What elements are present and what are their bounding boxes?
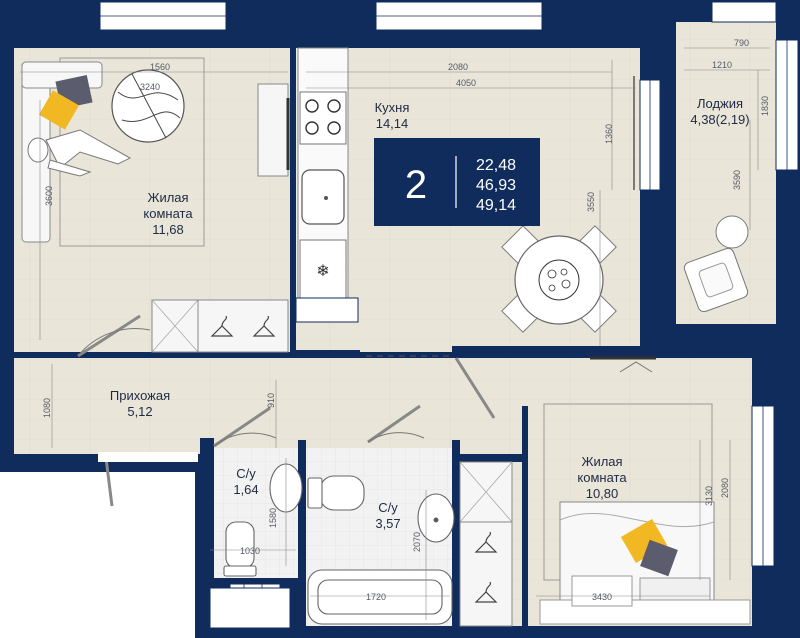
living2-name-2: комната xyxy=(577,470,627,485)
loggia-furniture xyxy=(683,215,749,313)
dim-2070: 2070 xyxy=(412,532,422,552)
dim-4050: 4050 xyxy=(456,78,476,88)
nightstand xyxy=(571,575,633,607)
pillow-dark-2 xyxy=(640,539,678,577)
bath-small-area: 1,64 xyxy=(233,482,258,497)
living2-area: 10,80 xyxy=(586,486,619,501)
dim-3240: 3240 xyxy=(140,82,160,92)
wall-bath-divider xyxy=(298,440,306,632)
hanger-icon xyxy=(474,531,498,603)
hallway-name: Прихожая xyxy=(110,388,170,403)
living-room-2-furniture xyxy=(539,356,751,625)
dim-1720: 1720 xyxy=(366,592,386,602)
area-badge-bg xyxy=(374,138,540,226)
door-bedroom xyxy=(454,357,496,419)
sink xyxy=(301,169,345,225)
total-area: 46,93 xyxy=(476,177,516,194)
dim-1080: 1080 xyxy=(42,398,52,418)
wall-living1-kitchen xyxy=(290,48,296,352)
dim-3590: 3590 xyxy=(732,170,742,190)
person-icon xyxy=(27,129,132,177)
hallway-floor xyxy=(14,358,534,454)
dim-1560: 1560 xyxy=(150,62,170,72)
dim-1360: 1360 xyxy=(604,124,614,144)
living1-area: 11,68 xyxy=(152,222,184,237)
rooms-count: 2 xyxy=(405,163,427,207)
pillow-yellow xyxy=(39,90,79,130)
entrance-opening xyxy=(98,452,198,462)
closet xyxy=(459,461,513,627)
dimension-lines xyxy=(20,47,770,620)
fridge xyxy=(299,239,347,299)
dim-3600: 3600 xyxy=(44,186,54,206)
kitchen-furniture: ❄ xyxy=(295,47,635,333)
wall-kitchen-bedroom xyxy=(452,346,752,356)
dim-2080-top: 2080 xyxy=(448,62,468,72)
hallway-floor-2 xyxy=(456,358,752,406)
loggia-area: 4,38(2,19) xyxy=(690,112,749,127)
hallway-area: 5,12 xyxy=(127,404,152,419)
tv-stand xyxy=(257,83,289,177)
window-loggia-top xyxy=(711,1,777,23)
dim-3130: 3130 xyxy=(704,486,714,506)
bath-cabinet xyxy=(209,587,291,629)
round-table xyxy=(111,69,185,143)
living-room-1-furniture xyxy=(21,57,290,353)
bath-small-name: С/у xyxy=(236,466,256,481)
living1-name-2: комната xyxy=(143,206,193,221)
wall-bath-closet xyxy=(452,440,460,632)
dim-1210: 1210 xyxy=(712,60,732,70)
dim-1030: 1030 xyxy=(240,546,260,556)
pillow-yellow-2 xyxy=(620,519,668,563)
kitchen-name: Кухня xyxy=(375,100,410,115)
loggia-name: Лоджия xyxy=(697,96,743,111)
bathtub xyxy=(307,569,453,625)
door-bath-large xyxy=(367,404,421,444)
kitchen-cabinet xyxy=(295,297,359,323)
snowflake-icon: ❄ xyxy=(316,263,329,280)
doors xyxy=(77,314,496,507)
wall-closet-bedroom xyxy=(522,406,528,626)
kitchen-area: 14,14 xyxy=(376,116,409,131)
dim-1830: 1830 xyxy=(760,96,770,116)
toilet-small xyxy=(225,521,255,569)
dim-3550: 3550 xyxy=(586,192,596,212)
dim-2080-right: 2080 xyxy=(720,478,730,498)
toilet-large xyxy=(319,475,365,511)
door-living1 xyxy=(77,314,141,358)
wall-hall-stub xyxy=(290,350,360,358)
stove xyxy=(299,91,347,145)
dimension-labels: 1560 3240 3600 2080 4050 1360 3550 790 1… xyxy=(42,38,770,602)
living1-name-1: Жилая xyxy=(147,190,188,205)
burner-icon xyxy=(305,99,341,135)
plate-icon xyxy=(538,259,580,301)
living2-name-1: Жилая xyxy=(581,454,622,469)
room-labels: Жилая комната 11,68 Кухня 14,14 Лоджия 4… xyxy=(110,96,750,531)
dim-790: 790 xyxy=(734,38,749,48)
dim-910: 910 xyxy=(266,393,276,408)
hanger-icon xyxy=(210,315,276,337)
living-area: 22,48 xyxy=(476,157,516,174)
area-badge: 2 22,48 46,93 49,14 xyxy=(374,138,540,226)
wardrobe-hangers xyxy=(197,299,289,353)
area-with-loggia: 49,14 xyxy=(476,197,516,214)
dim-1580: 1580 xyxy=(268,508,278,528)
bath-large-area: 3,57 xyxy=(375,516,400,531)
entrance-door xyxy=(104,457,114,507)
dim-3430: 3430 xyxy=(592,592,612,602)
side-table xyxy=(715,215,749,249)
bath-large-name: С/у xyxy=(378,500,398,515)
